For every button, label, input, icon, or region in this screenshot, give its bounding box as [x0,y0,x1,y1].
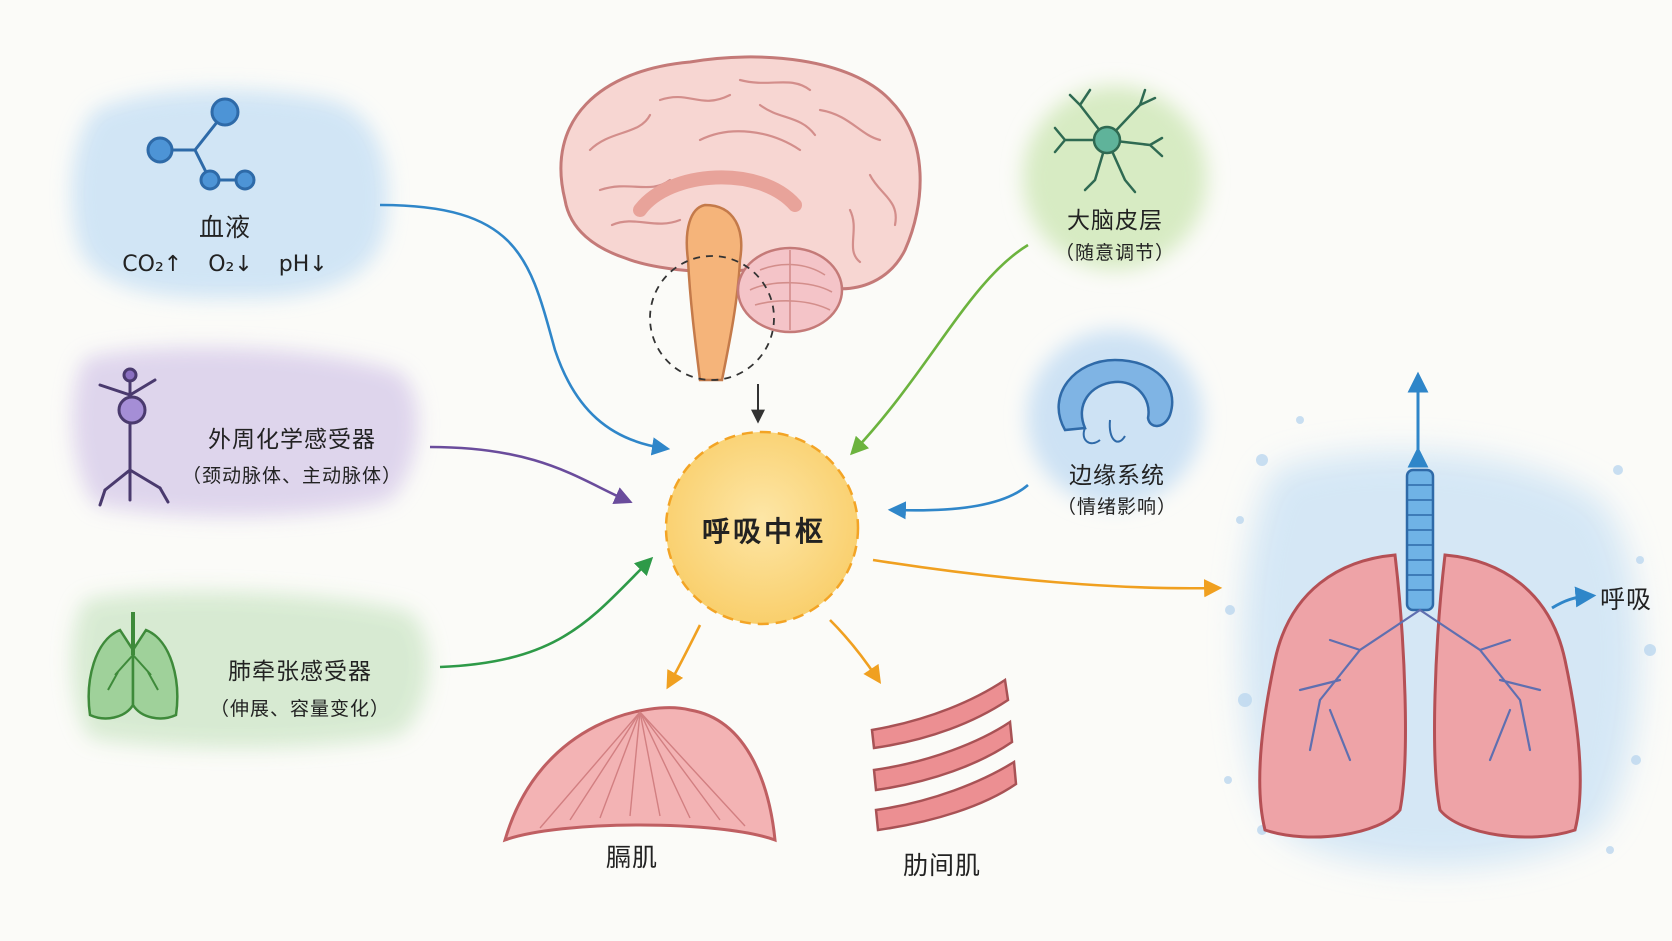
lungs-illustration [1258,371,1597,839]
lung-bg-speckles [1224,416,1656,854]
arrow-stretch [439,556,654,669]
arrow-intercostal [829,619,882,685]
o2-indicator: O₂↓ [208,252,253,277]
blood-title: 血液 [198,213,252,242]
breathing-label: 呼吸 [1600,585,1653,614]
arrow-limbic [887,484,1029,520]
stretch-subtitle: （伸展、容量变化） [209,698,391,720]
stretch-title: 肺牵张感受器 [228,659,372,685]
intercostal-label: 肋间肌 [902,851,982,880]
diaphragm-illustration [502,706,777,843]
arrow-peripheral [429,445,633,504]
respiratory-center-circle [664,430,860,626]
respiratory-center-label: 呼吸中枢 [701,515,827,548]
limbic-icon [1057,358,1174,445]
trachea [1405,468,1435,612]
blood-indicators: CO₂↑ O₂↓ pH↓ [122,252,327,277]
intercostal-illustration [870,677,1018,832]
diaphragm-label: 膈肌 [605,843,659,872]
cortex-bg [1023,86,1207,270]
limbic-subtitle: （情绪影响） [1056,496,1178,518]
arrow-blood [379,203,671,456]
neuron-purple-icon [98,367,170,507]
cortex-title: 大脑皮层 [1067,208,1163,234]
arrow-cortex [850,243,1029,456]
molecule-icon [146,97,256,191]
output-arrows [666,558,1223,690]
neuron-green-icon [1053,88,1164,194]
brain-illustration [559,55,922,382]
limbic-title: 边缘系统 [1069,463,1165,489]
arrow-lungs [872,558,1223,598]
cortex-subtitle: （随意调节） [1054,242,1176,264]
ph-indicator: pH↓ [278,252,328,277]
breath-out-arrow [1551,586,1597,610]
co2-indicator: CO₂↑ [122,252,183,277]
arrow-diaphragm [666,624,702,690]
peripheral-bg [72,347,419,517]
peripheral-title: 外周化学感受器 [208,427,376,453]
peripheral-subtitle: （颈动脉体、主动脉体） [181,465,403,487]
input-arrows [379,203,1029,669]
lungs-small-icon [87,612,179,720]
